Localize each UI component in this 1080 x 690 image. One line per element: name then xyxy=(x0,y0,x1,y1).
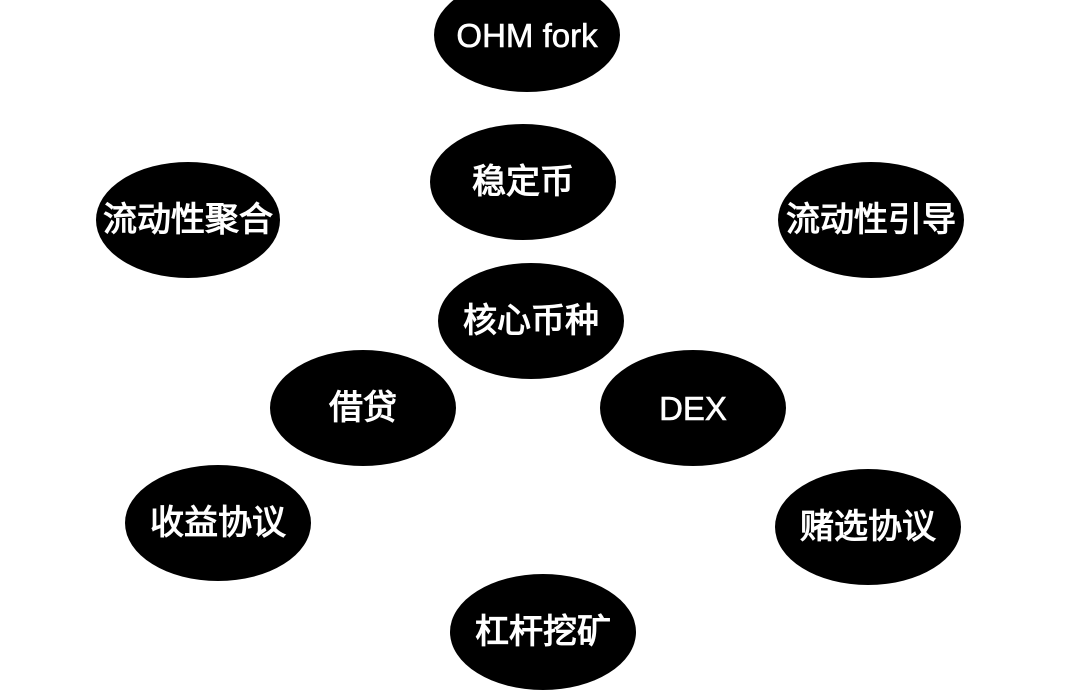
node-label: 稳定币 xyxy=(472,162,574,202)
node-label: 赌选协议 xyxy=(800,507,936,547)
node-liquidity-guidance: 流动性引导 xyxy=(778,162,964,278)
node-stablecoin: 稳定币 xyxy=(430,124,616,240)
node-lending: 借贷 xyxy=(270,350,456,466)
node-label: DEX xyxy=(659,389,727,427)
node-core-token: 核心币种 xyxy=(438,263,624,379)
node-ohm-fork: OHM fork xyxy=(434,0,620,92)
node-leveraged-mining: 杠杆挖矿 xyxy=(450,574,636,690)
node-label: 核心币种 xyxy=(463,301,599,341)
node-yield-protocol: 收益协议 xyxy=(125,465,311,581)
ecosystem-diagram: OHM fork 稳定币 流动性聚合 流动性引导 核心币种 借贷 DEX 收益协… xyxy=(96,0,964,690)
node-lottery-protocol: 赌选协议 xyxy=(775,469,961,585)
node-label: 借贷 xyxy=(329,388,397,428)
node-dex: DEX xyxy=(600,350,786,466)
node-label: 流动性聚合 xyxy=(103,200,273,240)
node-label: OHM fork xyxy=(456,16,598,54)
node-liquidity-aggregation: 流动性聚合 xyxy=(96,162,280,278)
node-label: 杠杆挖矿 xyxy=(475,612,611,652)
node-label: 收益协议 xyxy=(150,503,286,543)
node-label: 流动性引导 xyxy=(786,200,956,240)
